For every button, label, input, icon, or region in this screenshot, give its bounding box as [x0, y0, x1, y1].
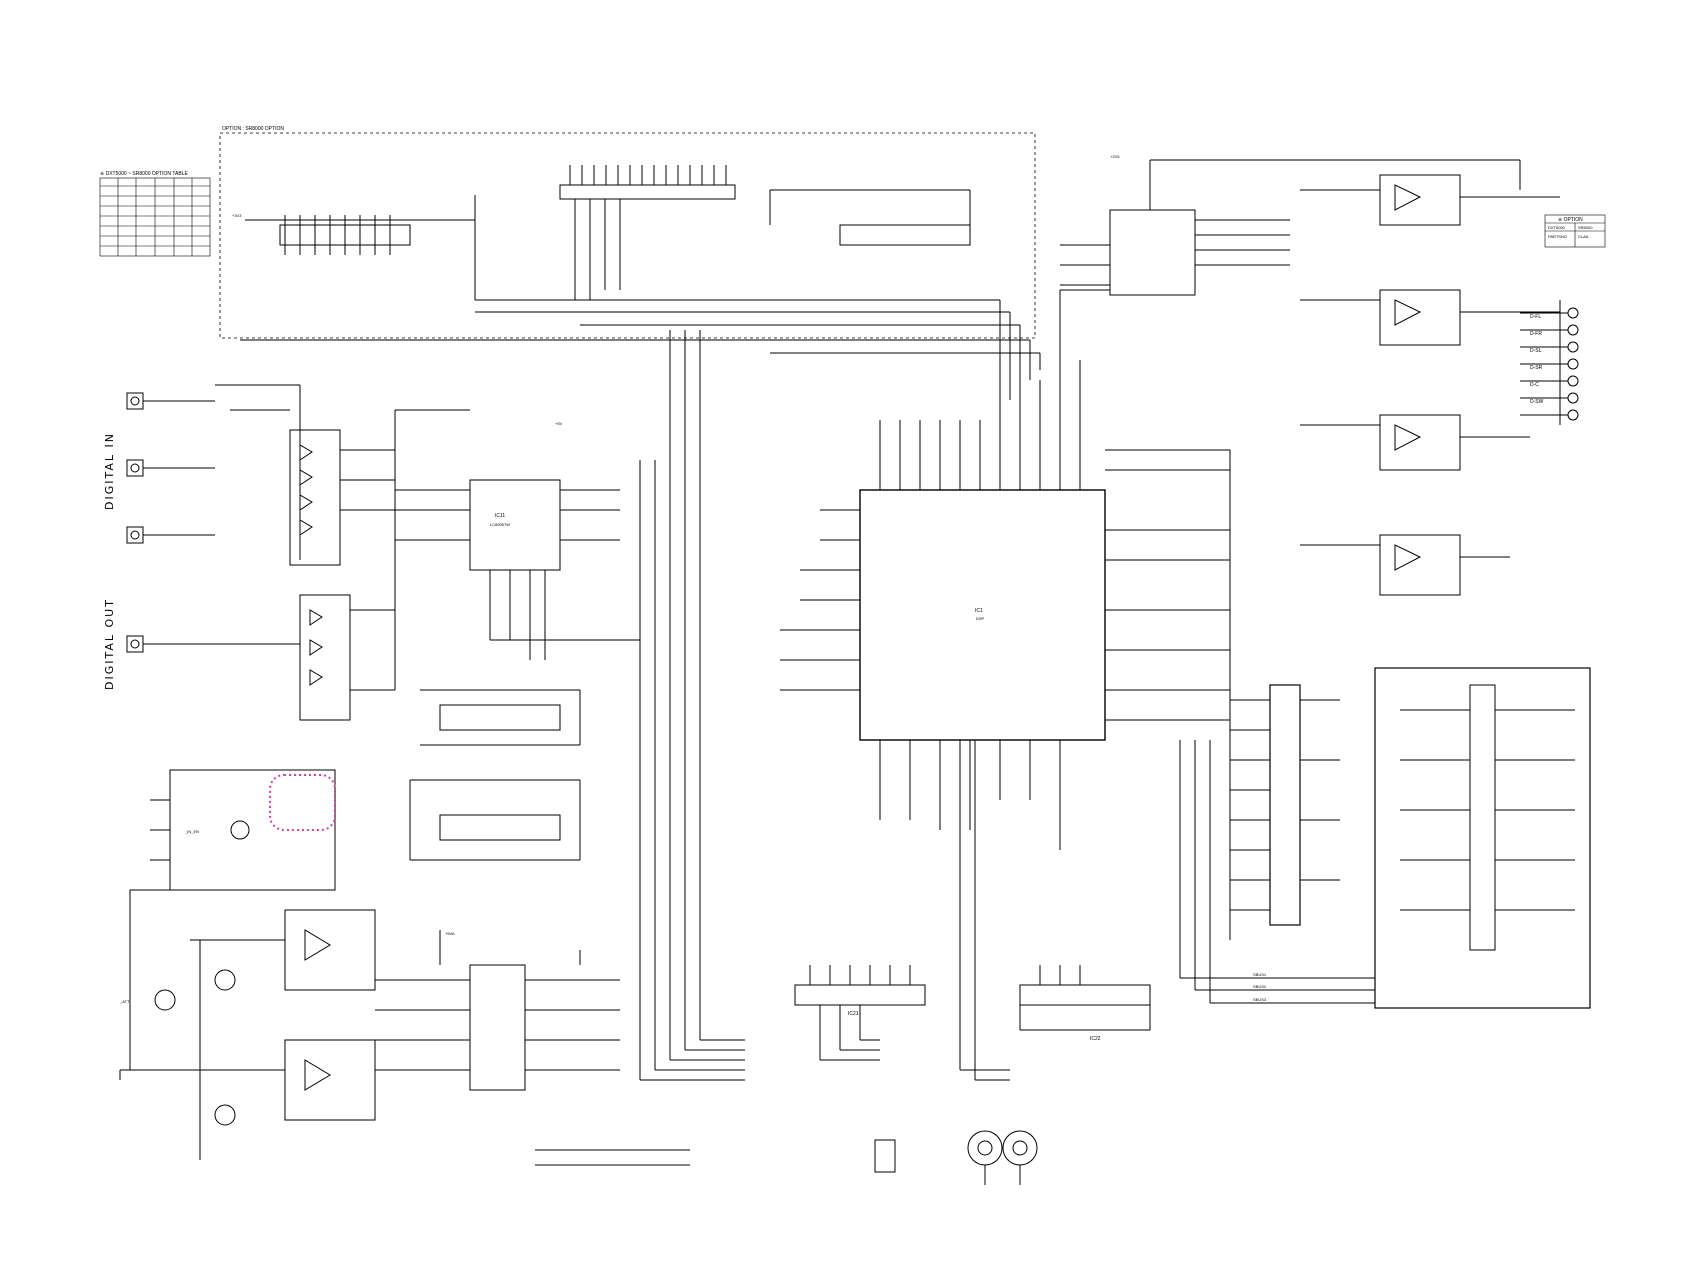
- option-dashed-region: [219, 132, 1036, 339]
- opamp-stage-3: [1300, 414, 1530, 471]
- ic1-part: DSP: [976, 616, 985, 621]
- bus-label-2: SBUS2: [1253, 984, 1267, 989]
- supply-label-3: +5VA: [445, 931, 455, 936]
- option-box-header: ※ OPTION: [1558, 217, 1583, 223]
- highlight-marker: [269, 774, 336, 831]
- bus-label-3: SBUS3: [1253, 997, 1267, 1002]
- option-table-title: ※ DXT5000 ~ SR8000 OPTION TABLE: [100, 171, 188, 177]
- bus-label-1: SBUS1: [1253, 972, 1267, 977]
- input-label-in-en: _IN_EN: [184, 829, 199, 834]
- ic-lower-dac: [375, 930, 620, 1091]
- ground-symbol-row: [535, 1149, 690, 1166]
- signal-lines-bottom: [639, 330, 1010, 1081]
- supply-label-2: +5V: [555, 421, 563, 426]
- supply-label-1: +3V3: [232, 213, 242, 218]
- option-box: [1544, 214, 1606, 248]
- opamp-stage-2: [1300, 289, 1560, 346]
- option-box-row-part: PARTSNO: [1548, 234, 1567, 239]
- ic22-ref: IC22: [1090, 1036, 1101, 1042]
- ic-bottom-logic-1: [794, 965, 926, 1061]
- ic-lower-opamp-1: [129, 889, 376, 1070]
- option-box-row-v2: CLAA: [1578, 234, 1589, 239]
- digital-in-jacks: [126, 384, 301, 560]
- ic-sdram: [1230, 684, 1340, 926]
- ic11-ref: IC11: [495, 513, 505, 519]
- input-label-att: _ATT: [119, 999, 130, 1004]
- ic-dac-top: [1060, 159, 1521, 296]
- ic-header-right: [769, 189, 971, 246]
- output-label-fl: D-FL: [1530, 314, 1541, 320]
- ic-bottom-logic-2: [1019, 965, 1151, 1031]
- ic-main-dsp: [780, 360, 1230, 850]
- digital-out-block: [126, 594, 395, 721]
- dashed-region-label: OPTION : SR8000 OPTION: [222, 126, 284, 132]
- opamp-stage-4: [1300, 534, 1510, 596]
- section-label-digital-in: DIGITAL IN: [103, 432, 116, 510]
- ic-header-left: [245, 195, 476, 300]
- output-label-sw: D-SW: [1530, 399, 1544, 405]
- connector-cn-top: [559, 165, 736, 300]
- option-box-col2: SR8000: [1578, 225, 1593, 230]
- screw-terminal-2: [1002, 1130, 1038, 1185]
- ic11-part: LC89057W: [490, 522, 510, 527]
- bus-lines-bottom-right: [1179, 450, 1375, 1004]
- mute-circuit: [150, 769, 336, 891]
- ic-center-logic-2: [409, 779, 581, 861]
- ic-receiver-buffer: [289, 409, 470, 690]
- small-package-symbol: [874, 1139, 896, 1173]
- transistor-circuit: [154, 939, 285, 1160]
- ic-lower-opamp-2: [119, 1039, 376, 1121]
- output-label-c: D-C: [1530, 382, 1539, 388]
- option-table: [99, 177, 211, 257]
- board-resistor-arrays: [1374, 667, 1591, 1009]
- output-label-fr: D-FR: [1530, 331, 1542, 337]
- output-label-sl: D-SL: [1530, 348, 1542, 354]
- option-box-col1: DXT5000: [1548, 225, 1566, 230]
- output-label-sr: D-SR: [1530, 365, 1543, 371]
- ic21-ref: IC21: [848, 1011, 859, 1017]
- output-jack-column: [1520, 300, 1579, 425]
- ic-digital-receiver: [395, 330, 686, 760]
- ic-center-logic-1: [420, 689, 581, 746]
- opamp-stage-1: [1300, 174, 1560, 226]
- bus-top-horizontal: [240, 289, 1110, 400]
- ic1-ref: IC1: [975, 608, 983, 614]
- section-label-digital-out: DIGITAL OUT: [103, 598, 116, 690]
- supply-label-4: +2V5: [1110, 154, 1120, 159]
- screw-terminal-1: [967, 1130, 1003, 1185]
